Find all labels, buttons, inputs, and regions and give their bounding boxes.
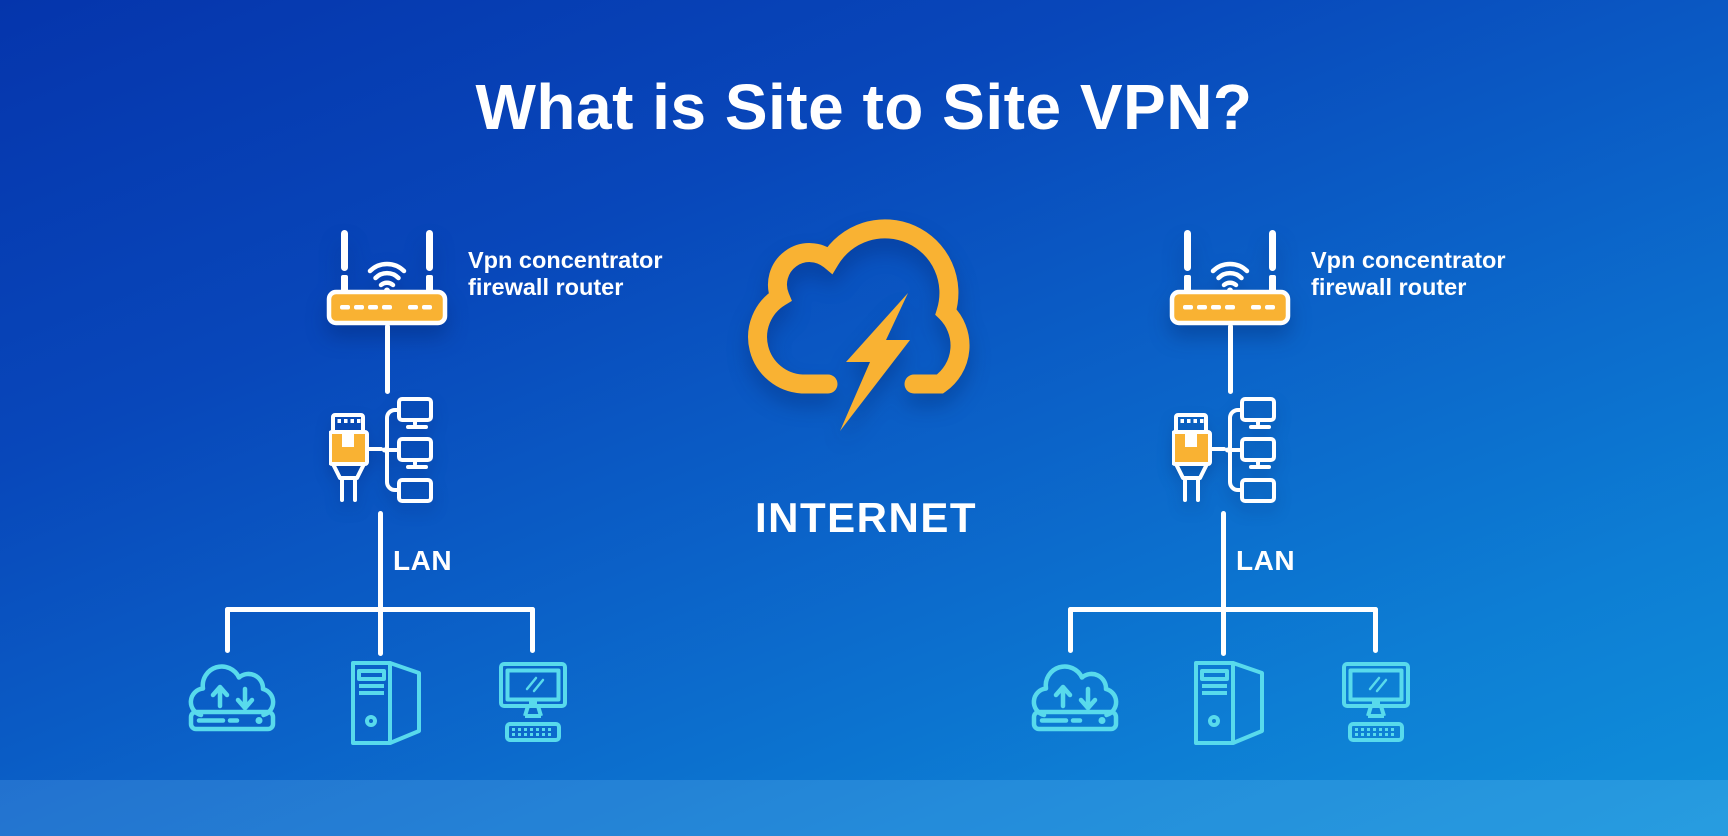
lightning-bolt-icon	[840, 293, 910, 431]
internet-label: INTERNET	[755, 494, 977, 541]
site-right: Vpn concentrator firewall router	[843, 0, 1543, 836]
lan-tree-branch-center	[377, 607, 383, 656]
site-left: Vpn concentrator firewall router	[0, 0, 700, 836]
lan-tree-branch-left	[1068, 607, 1073, 653]
lan-label: LAN	[1236, 545, 1296, 576]
router-label: Vpn concentrator firewall router	[1311, 247, 1506, 301]
wifi-router-icon	[1169, 230, 1291, 326]
ethernet-lan-switch-icon	[1172, 397, 1276, 503]
router-label-line2: firewall router	[468, 274, 624, 300]
router-to-lan-line	[384, 324, 390, 394]
ethernet-lan-switch-icon	[329, 397, 433, 503]
lan-to-tree-line	[377, 511, 383, 612]
internet-cloud-icon	[748, 219, 970, 431]
wifi-signal-icon	[367, 261, 407, 288]
router-label-line1: Vpn concentrator	[468, 247, 663, 273]
computer-monitor-icon	[1342, 662, 1410, 742]
bottom-band	[0, 780, 1728, 836]
lan-label: LAN	[393, 545, 453, 576]
router-label: Vpn concentrator firewall router	[468, 247, 663, 301]
desktop-tower-icon	[351, 661, 421, 745]
page-title: What is Site to Site VPN?	[475, 71, 1253, 143]
router-label-line1: Vpn concentrator	[1311, 247, 1506, 273]
computer-monitor-icon	[499, 662, 567, 742]
lan-tree-branch-right	[530, 607, 535, 653]
cloud-server-icon	[188, 664, 276, 732]
lan-tree-branch-left	[225, 607, 230, 653]
router-to-lan-line	[1227, 324, 1233, 394]
wifi-signal-icon	[1210, 261, 1250, 288]
wifi-router-icon	[326, 230, 448, 326]
desktop-tower-icon	[1194, 661, 1264, 745]
lan-tree-branch-center	[1220, 607, 1226, 656]
cloud-server-icon	[1031, 664, 1119, 732]
router-label-line2: firewall router	[1311, 274, 1467, 300]
lan-to-tree-line	[1220, 511, 1226, 612]
lan-tree-branch-right	[1373, 607, 1378, 653]
